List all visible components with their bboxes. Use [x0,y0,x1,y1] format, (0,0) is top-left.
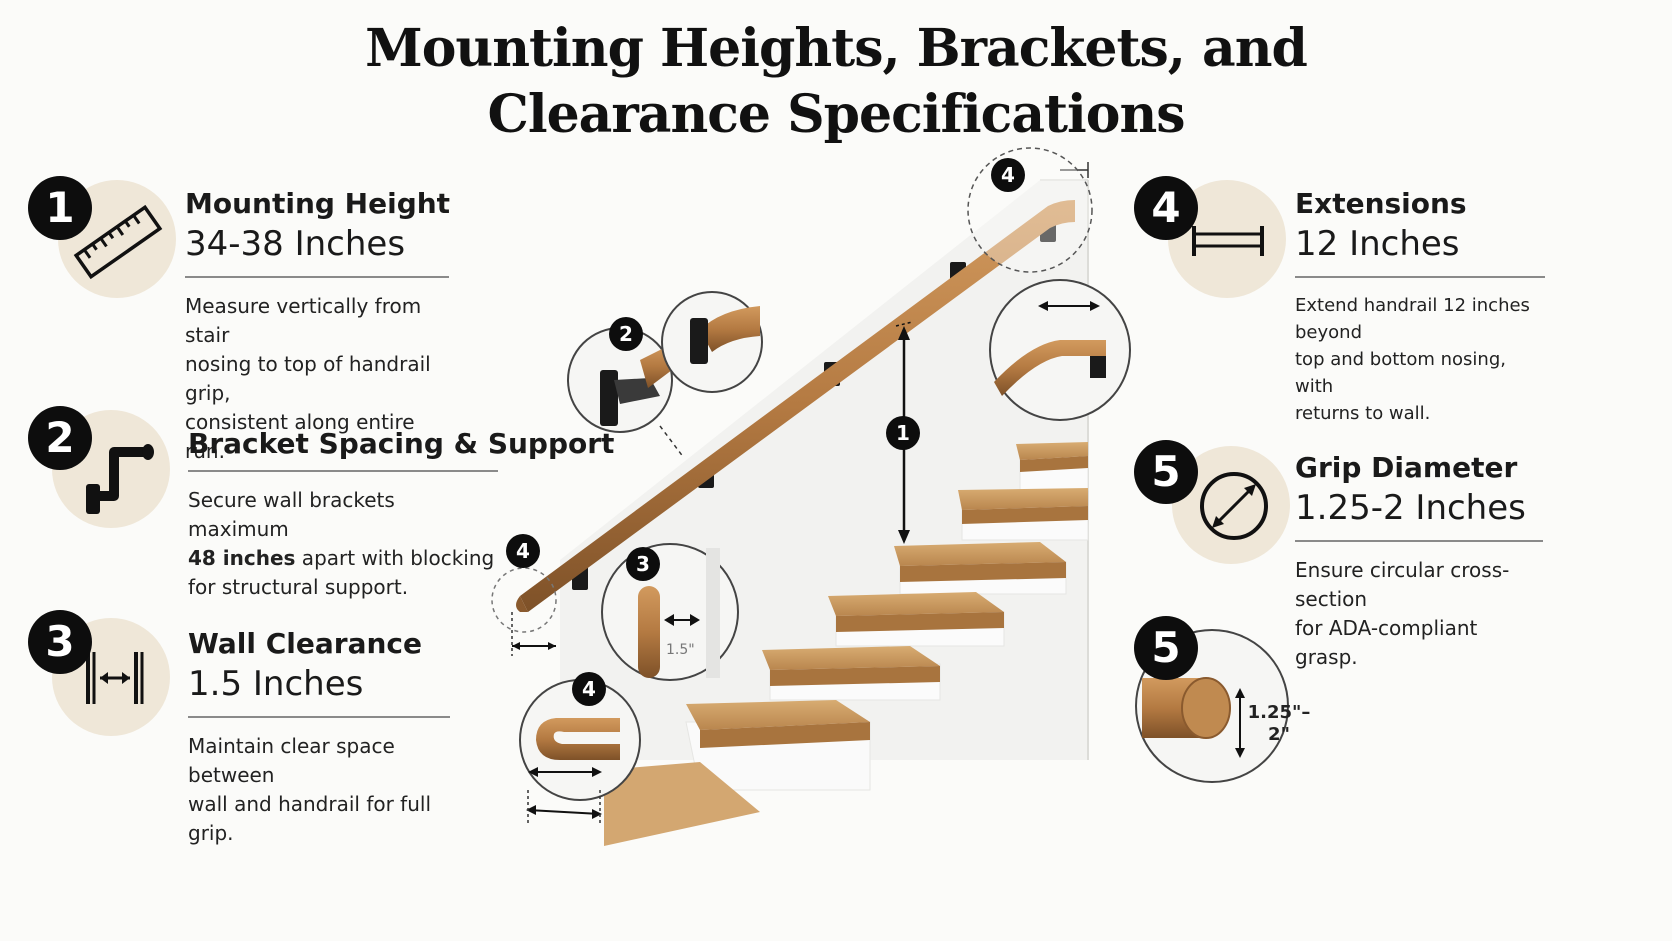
handrail [520,200,1075,612]
stair-treads [604,442,1088,846]
diameter-label-line: 2" [1268,724,1290,745]
spec-2-description: Secure wall brackets maximum 48 inches a… [188,486,498,602]
spec-3-description: Maintain clear space between wall and ha… [188,732,450,848]
spec-2-desc-line: Secure wall brackets maximum [188,488,395,541]
callout-4-top: 4 [991,158,1025,192]
title-line-1: Mounting Heights, Brackets, and [365,18,1308,79]
spec-3-divider [188,716,450,718]
spec-3-badge: 3 [28,610,92,674]
callout-3: 3 [626,547,660,581]
spec-grip-diameter: Grip Diameter 1.25-2 Inches Ensure circu… [1295,450,1543,672]
detail-circle-lower-return [519,679,641,826]
spec-5-divider [1295,540,1543,542]
page-title: Mounting Heights, Brackets, and Clearanc… [0,16,1672,148]
spec-2-desc-line: for structural support. [188,575,409,599]
spec-1-desc-line: nosing to top of handrail grip, [185,352,431,405]
spec-2-desc-line: 48 inches apart with blocking [188,544,498,573]
spec-3-value: 1.5 Inches [188,664,364,704]
spec-4-desc-line: Extend handrail 12 inches beyond [1295,295,1530,343]
spec-5-description: Ensure circular cross-section for ADA-co… [1295,556,1543,672]
spec-3-desc-line: wall and handrail for full grip. [188,792,432,845]
clearance-measure-label: 1.5" [666,642,695,658]
callout-1: 1 [886,416,920,450]
clearance-icon [86,652,144,704]
spec-5-value: 1.25-2 Inches [1295,488,1526,528]
diameter-label-line: 1.25"– [1247,702,1311,723]
spec-4-badge: 4 [1134,176,1198,240]
ruler-icon [73,204,163,280]
spec-4-description: Extend handrail 12 inches beyond top and… [1295,292,1545,427]
callout-4-bottom: 4 [506,534,540,568]
extension-icon [1192,226,1264,256]
spec-4-value: 12 Inches [1295,224,1460,264]
title-line-2: Clearance Specifications [487,84,1185,145]
spec-5-desc-line: Ensure circular cross-section [1295,558,1510,611]
spec-1-value: 34-38 Inches [185,224,406,264]
spec-1-name: Mounting Height [185,187,451,220]
spec-1-badge: 1 [28,176,92,240]
spec-3-icon-disc [52,618,170,736]
diameter-icon [1200,472,1268,540]
bracket-icon [86,444,154,514]
detail-circle-clearance [601,543,739,681]
spec-2-divider [188,470,498,472]
spec-5-desc-line: for ADA-compliant grasp. [1295,616,1478,669]
spec-2-desc-rest: apart with blocking [295,546,495,570]
spec-1-description: Measure vertically from stair nosing to … [185,292,449,466]
detail-circle-bracket [567,291,763,433]
spec-1-desc-line: Measure vertically from stair [185,294,422,347]
detail-circle-bottom-end [491,567,557,633]
spec-1-desc-line: consistent along entire run. [185,410,415,463]
diameter-measure-label: 1.25"– 2" [1244,702,1314,746]
spec-mounting-height: Mounting Height 34-38 Inches Measure ver… [185,186,451,466]
spec-4-name: Extensions [1295,187,1467,220]
detail-circle-top-extension [967,147,1093,273]
spec-2-desc-bold: 48 inches [188,546,296,570]
spec-1-divider [185,276,449,278]
spec-4-desc-line: returns to wall. [1295,403,1431,424]
detail-circle-return [989,279,1131,421]
spec-4-desc-line: top and bottom nosing, with [1295,349,1506,397]
spec-3-desc-line: Maintain clear space between [188,734,395,787]
spec-wall-clearance: Wall Clearance 1.5 Inches Maintain clear… [188,626,450,848]
callout-5-grip: 5 [1134,616,1198,680]
spec-extensions: Extensions 12 Inches Extend handrail 12 … [1295,186,1545,427]
spec-4-divider [1295,276,1545,278]
spec-2-badge: 2 [28,406,92,470]
spec-5-name: Grip Diameter [1295,451,1518,484]
callout-4-lower: 4 [572,672,606,706]
spec-5-badge: 5 [1134,440,1198,504]
spec-3-name: Wall Clearance [188,627,422,660]
callout-2: 2 [609,317,643,351]
